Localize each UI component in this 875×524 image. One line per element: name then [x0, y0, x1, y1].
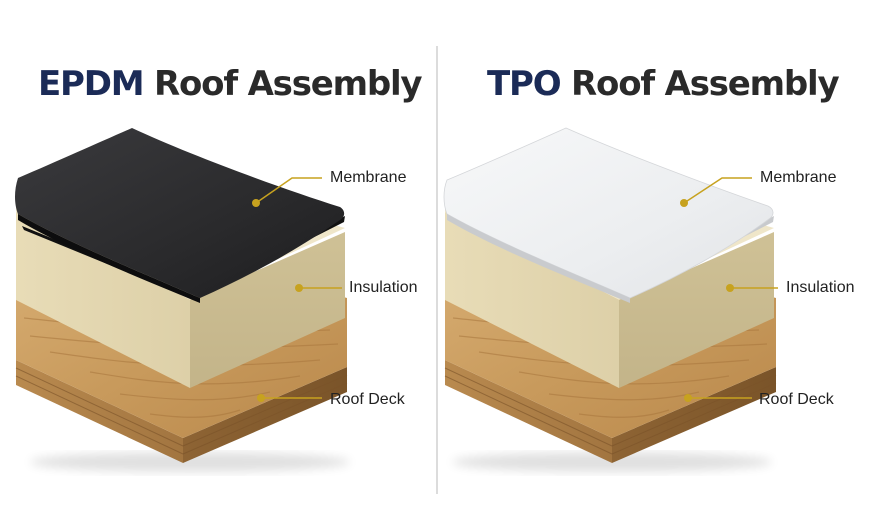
leader-tpo-membrane: [683, 177, 752, 204]
epdm-membrane-label: Membrane: [330, 169, 407, 186]
tpo-stack: [443, 127, 777, 472]
dot-epdm-insulation: [295, 284, 303, 292]
epdm-insulation-label: Insulation: [349, 279, 418, 296]
epdm-panel-title: EPDM Roof Assembly: [38, 56, 423, 112]
epdm-title-accent: EPDM: [38, 64, 145, 104]
leader-dots: [252, 199, 734, 402]
epdm-roof-deck-label: Roof Deck: [330, 391, 405, 408]
tpo-membrane-label: Membrane: [760, 169, 837, 186]
panel-divider: [436, 46, 438, 494]
dot-epdm-membrane: [252, 199, 260, 207]
epdm-membrane-layer: [15, 128, 345, 303]
leader-lines: [255, 177, 778, 399]
epdm-stack: [15, 128, 350, 472]
epdm-title-rest: Roof Assembly: [143, 64, 423, 104]
tpo-roof-deck-label: Roof Deck: [759, 391, 834, 408]
dot-tpo-roof-deck: [684, 394, 692, 402]
tpo-title-rest: Roof Assembly: [560, 64, 840, 104]
tpo-insulation-label: Insulation: [786, 279, 855, 296]
dot-epdm-roof-deck: [257, 394, 265, 402]
epdm-shadow: [30, 452, 350, 472]
tpo-title-accent: TPO: [487, 64, 562, 104]
dot-tpo-insulation: [726, 284, 734, 292]
tpo-panel-title: TPO Roof Assembly: [487, 56, 840, 112]
tpo-membrane-layer: [443, 127, 774, 303]
dot-tpo-membrane: [680, 199, 688, 207]
leader-epdm-membrane: [255, 177, 322, 204]
